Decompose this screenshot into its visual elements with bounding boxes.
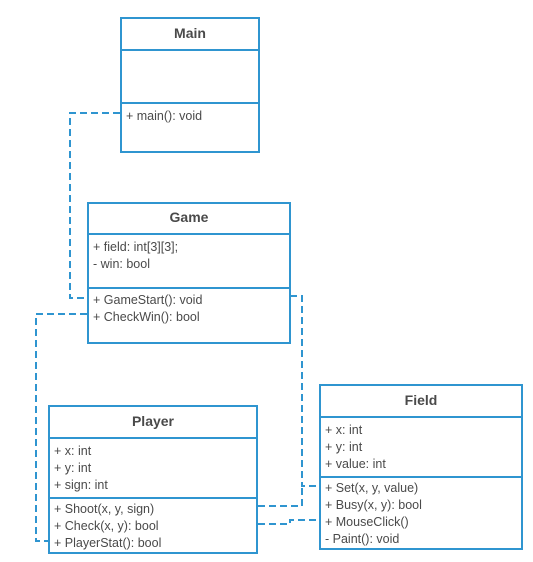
class-player-method: + Check(x, y): bool (54, 519, 159, 533)
connector-game-field (290, 295, 319, 487)
class-player-methods: + Shoot(x, y, sign) + Check(x, y): bool … (50, 499, 256, 552)
class-main-methods: + main(): void (122, 104, 258, 125)
class-player: Player + x: int + y: int + sign: int + S… (48, 405, 258, 554)
class-player-method: + Shoot(x, y, sign) (54, 502, 155, 516)
class-field-attribute: + x: int (325, 423, 363, 437)
class-field-methods: + Set(x, y, value) + Busy(x, y): bool + … (321, 478, 521, 548)
connector-player-check-field (258, 519, 319, 525)
class-field: Field + x: int + y: int + value: int + S… (319, 384, 523, 550)
class-main-name: Main (122, 19, 258, 51)
class-game-method: + GameStart(): void (93, 293, 203, 307)
class-game-methods: + GameStart(): void + CheckWin(): bool (89, 289, 289, 326)
class-player-method: + PlayerStat(): bool (54, 536, 162, 550)
class-main-method: + main(): void (126, 109, 203, 123)
connector-main-game (69, 112, 120, 299)
class-field-attributes: + x: int + y: int + value: int (321, 418, 521, 478)
connector-game-player (35, 313, 87, 542)
class-field-method: + Busy(x, y): bool (325, 498, 422, 512)
class-game-name: Game (89, 204, 289, 235)
class-player-attribute: + y: int (54, 461, 92, 475)
class-field-method: + MouseClick() (325, 515, 409, 529)
class-main-attributes (122, 51, 258, 104)
class-field-method: + Set(x, y, value) (325, 481, 419, 495)
class-game: Game + field: int[3][3]; - win: bool + G… (87, 202, 291, 344)
connector-player-shoot-field (258, 486, 303, 507)
class-player-attribute: + x: int (54, 444, 92, 458)
class-game-attribute: + field: int[3][3]; (93, 240, 179, 254)
class-field-name: Field (321, 386, 521, 418)
class-player-attributes: + x: int + y: int + sign: int (50, 439, 256, 499)
class-game-attribute: - win: bool (93, 257, 150, 271)
class-game-attributes: + field: int[3][3]; - win: bool (89, 235, 289, 289)
class-game-method: + CheckWin(): bool (93, 310, 200, 324)
class-field-method: - Paint(): void (325, 532, 400, 546)
class-main: Main + main(): void (120, 17, 260, 153)
class-field-attribute: + y: int (325, 440, 363, 454)
class-field-attribute: + value: int (325, 457, 386, 471)
class-player-attribute: + sign: int (54, 478, 108, 492)
class-player-name: Player (50, 407, 256, 439)
